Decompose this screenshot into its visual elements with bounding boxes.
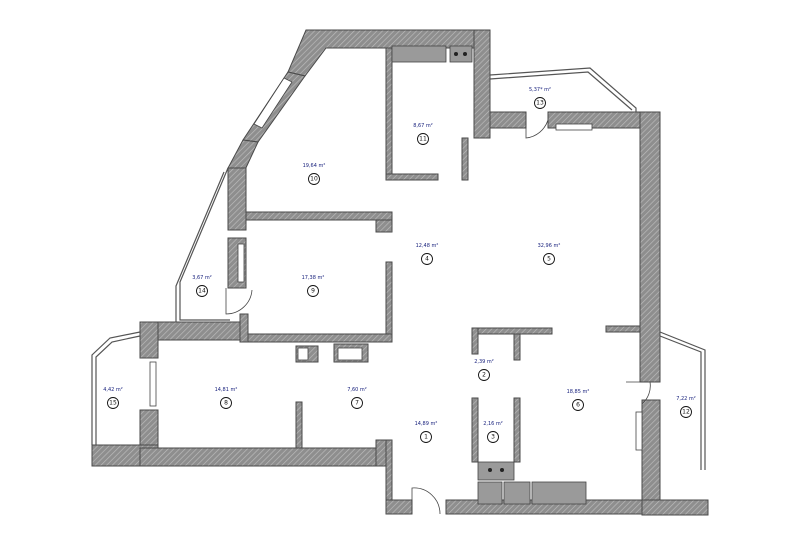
room-number-circle bbox=[308, 173, 320, 185]
room-area: 14,81 m² bbox=[215, 387, 238, 393]
room-number: 8 bbox=[224, 400, 228, 407]
room-number-circle bbox=[680, 406, 692, 418]
room-area: 7,60 m² bbox=[347, 387, 367, 393]
room-area: 2,16 m² bbox=[483, 421, 503, 427]
room-number-circle bbox=[307, 285, 319, 297]
room-label-8: 14,81 m² 8 bbox=[215, 387, 238, 409]
room-number-circle bbox=[534, 97, 546, 109]
room-number: 11 bbox=[419, 136, 427, 143]
room-number-circle bbox=[478, 369, 490, 381]
room-label-14: 3,67 m² 14 bbox=[192, 275, 212, 297]
room-label-12: 7,22 m² 12 bbox=[676, 396, 696, 418]
room-area: 2,39 m² bbox=[474, 359, 494, 365]
windows bbox=[149, 77, 643, 451]
room-number-circle bbox=[220, 397, 232, 409]
room-number: 10 bbox=[310, 176, 318, 183]
room-label-4: 12,48 m² 4 bbox=[416, 243, 439, 265]
room-label-5: 32,96 m² 5 bbox=[538, 243, 561, 265]
room-number: 6 bbox=[576, 402, 580, 409]
room-number: 4 bbox=[425, 256, 429, 263]
room-number: 2 bbox=[482, 372, 486, 379]
fixtures bbox=[297, 45, 593, 505]
room-label-15: 4,42 m² 15 bbox=[103, 387, 123, 409]
room-number-circle bbox=[351, 397, 363, 409]
room-area: 12,48 m² bbox=[416, 243, 439, 249]
room-number-circle bbox=[421, 253, 433, 265]
room-label-7: 7,60 m² 7 bbox=[347, 387, 367, 409]
room-area: 5,37* m² bbox=[529, 87, 551, 93]
room-number: 7 bbox=[355, 400, 359, 407]
room-area: 8,67 m² bbox=[413, 123, 433, 129]
balcony-outlines bbox=[91, 67, 706, 470]
room-label-13: 5,37* m² 13 bbox=[529, 87, 551, 109]
room-number: 5 bbox=[547, 256, 551, 263]
room-number-circle bbox=[417, 133, 429, 145]
room-area: 14,89 m² bbox=[415, 421, 438, 427]
room-label-1: 14,89 m² 1 bbox=[415, 421, 438, 443]
room-label-11: 8,67 m² 11 bbox=[413, 123, 433, 145]
room-label-2: 2,39 m² 2 bbox=[474, 359, 494, 381]
room-number-circle bbox=[420, 431, 432, 443]
room-label-6: 18,85 m² 6 bbox=[567, 389, 590, 411]
room-number: 15 bbox=[109, 400, 117, 407]
room-area: 17,38 m² bbox=[302, 275, 325, 281]
room-number-circle bbox=[196, 285, 208, 297]
room-label-3: 2,16 m² 3 bbox=[483, 421, 503, 443]
room-area: 3,67 m² bbox=[192, 275, 212, 281]
room-number: 3 bbox=[491, 434, 495, 441]
room-area: 4,42 m² bbox=[103, 387, 123, 393]
room-number: 1 bbox=[424, 434, 428, 441]
room-number-circle bbox=[107, 397, 119, 409]
room-number: 13 bbox=[536, 100, 544, 107]
room-label-10: 19,64 m² 10 bbox=[303, 163, 326, 185]
room-number-circle bbox=[572, 399, 584, 411]
room-area: 32,96 m² bbox=[538, 243, 561, 249]
room-number-circle bbox=[543, 253, 555, 265]
room-labels: 14,89 m² 1 2,39 m² 2 2,16 m² 3 12,48 m² 4 32,96 … bbox=[103, 87, 696, 443]
room-label-9: 17,38 m² 9 bbox=[302, 275, 325, 297]
room-area: 7,22 m² bbox=[676, 396, 696, 402]
room-number: 14 bbox=[198, 288, 206, 295]
room-number: 9 bbox=[311, 288, 315, 295]
room-area: 18,85 m² bbox=[567, 389, 590, 395]
room-area: 19,64 m² bbox=[303, 163, 326, 169]
room-number: 12 bbox=[682, 409, 690, 416]
room-number-circle bbox=[487, 431, 499, 443]
doors bbox=[225, 112, 651, 515]
